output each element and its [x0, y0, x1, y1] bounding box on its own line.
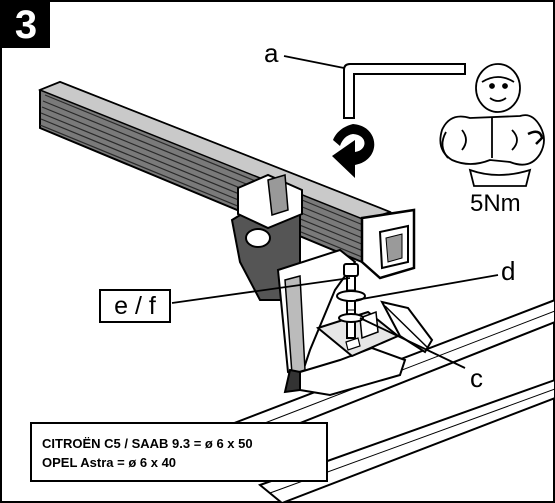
callout-a: a: [264, 38, 279, 68]
torque-label: 5Nm: [470, 190, 521, 217]
load-bar: [37, 80, 416, 280]
spec-line-opel: OPEL Astra = ø 6 x 40: [42, 455, 177, 470]
bolt-spec-box: CITROËN C5 / SAAB 9.3 = ø 6 x 50 OPEL As…: [30, 422, 328, 482]
strongman-icon: [439, 63, 545, 187]
rack-foot: [230, 173, 434, 397]
leader-lines: [171, 55, 499, 369]
step-number-badge: 3: [2, 2, 50, 48]
allen-key-icon: [343, 63, 466, 119]
spec-line-citroen-saab: CITROËN C5 / SAAB 9.3 = ø 6 x 50: [42, 436, 253, 451]
bolt: [336, 263, 366, 339]
rotate-clockwise-icon: [332, 124, 375, 178]
callout-c: c: [470, 363, 483, 393]
callout-d: d: [501, 256, 516, 286]
callout-e-f-box: e / f: [99, 289, 171, 323]
